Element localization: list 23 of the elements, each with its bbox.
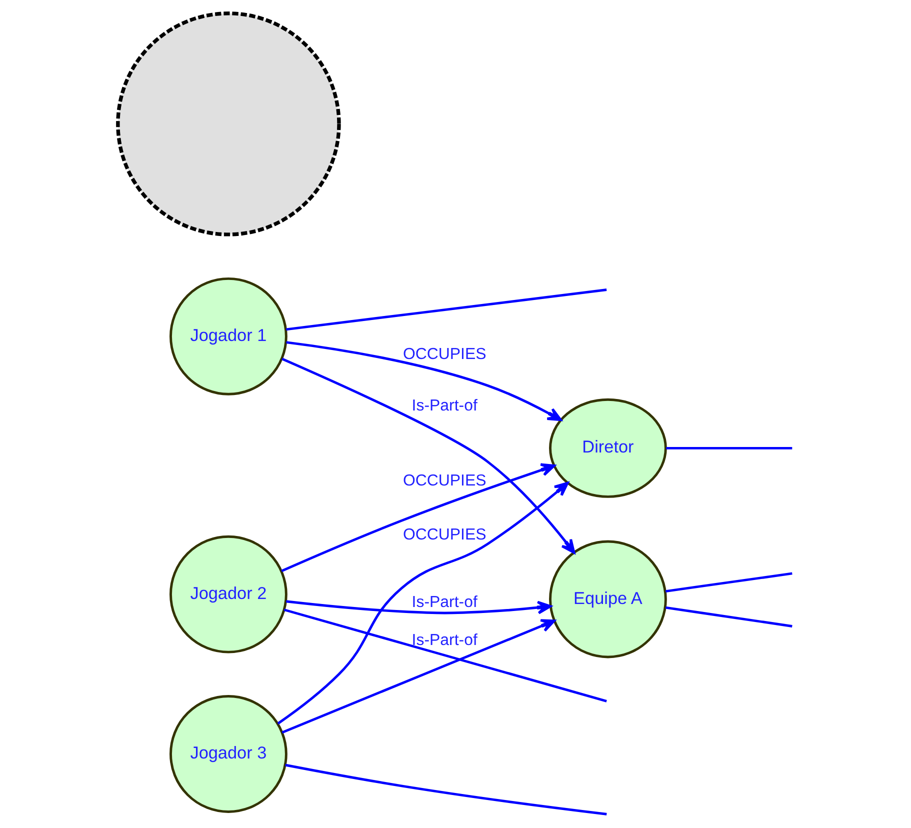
node-circle: Equipe A: [549, 540, 667, 658]
connector: [285, 764, 607, 816]
arrow: [277, 482, 569, 725]
edge-label: OCCUPIES: [402, 472, 486, 490]
connector: [665, 606, 792, 628]
node-circle: Jogador 1: [170, 277, 288, 396]
edge-label: Is-Part-of: [412, 632, 478, 650]
arrow: [286, 600, 552, 614]
node-circle: Jogador 3: [170, 695, 288, 813]
edge-label: Is-Part-of: [412, 594, 478, 612]
edge-label: OCCUPIES: [402, 346, 486, 363]
node-circle: Jogador 2: [170, 535, 288, 654]
connector: [665, 572, 792, 593]
edge-label: Is-Part-of: [412, 398, 478, 415]
arrow: [282, 358, 576, 554]
connector: [286, 288, 607, 331]
arrow: [281, 463, 556, 572]
edge-label: OCCUPIES: [402, 526, 486, 544]
arrow: [282, 619, 556, 734]
node-circle: [116, 12, 341, 236]
connector: [284, 608, 607, 702]
connector: [666, 446, 792, 450]
arrow: [286, 341, 562, 422]
